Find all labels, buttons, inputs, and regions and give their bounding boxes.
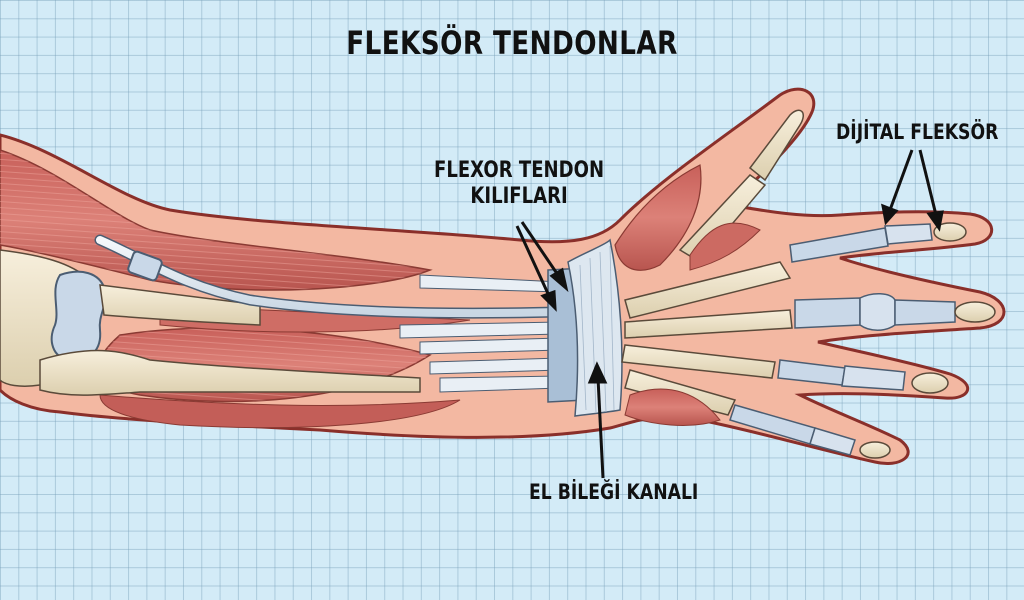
finger-middle [794, 293, 996, 331]
finger-index [789, 222, 967, 263]
label-carpal-tunnel: EL BİLEĞİ KANALI [529, 480, 699, 504]
tendon-pulley [127, 250, 163, 282]
annotation-arrows [515, 149, 944, 479]
carpal-tunnel [547, 238, 623, 417]
label-digital-flexor: DİJİTAL FLEKSÖR [836, 120, 999, 144]
arrow-carpal [596, 377, 605, 479]
arrow-digital-1 [888, 149, 914, 211]
finger-ring [777, 359, 949, 394]
diagram-title: FLEKSÖR TENDONLAR [346, 24, 678, 62]
finger-little [729, 404, 891, 459]
label-flexor-tendon-sheaths: FLEXOR TENDON KILIFLARI [434, 158, 604, 211]
label-line-2: KILIFLARI [470, 184, 568, 210]
hand-muscles [614, 164, 761, 426]
arrow-digital-2 [918, 149, 938, 216]
elbow-bones [0, 249, 421, 396]
arrow-sheath-2 [515, 225, 552, 299]
arrow-sheath-1 [520, 221, 562, 279]
label-line-1: FLEXOR TENDON [434, 158, 605, 183]
forearm-tendons [94, 234, 566, 393]
